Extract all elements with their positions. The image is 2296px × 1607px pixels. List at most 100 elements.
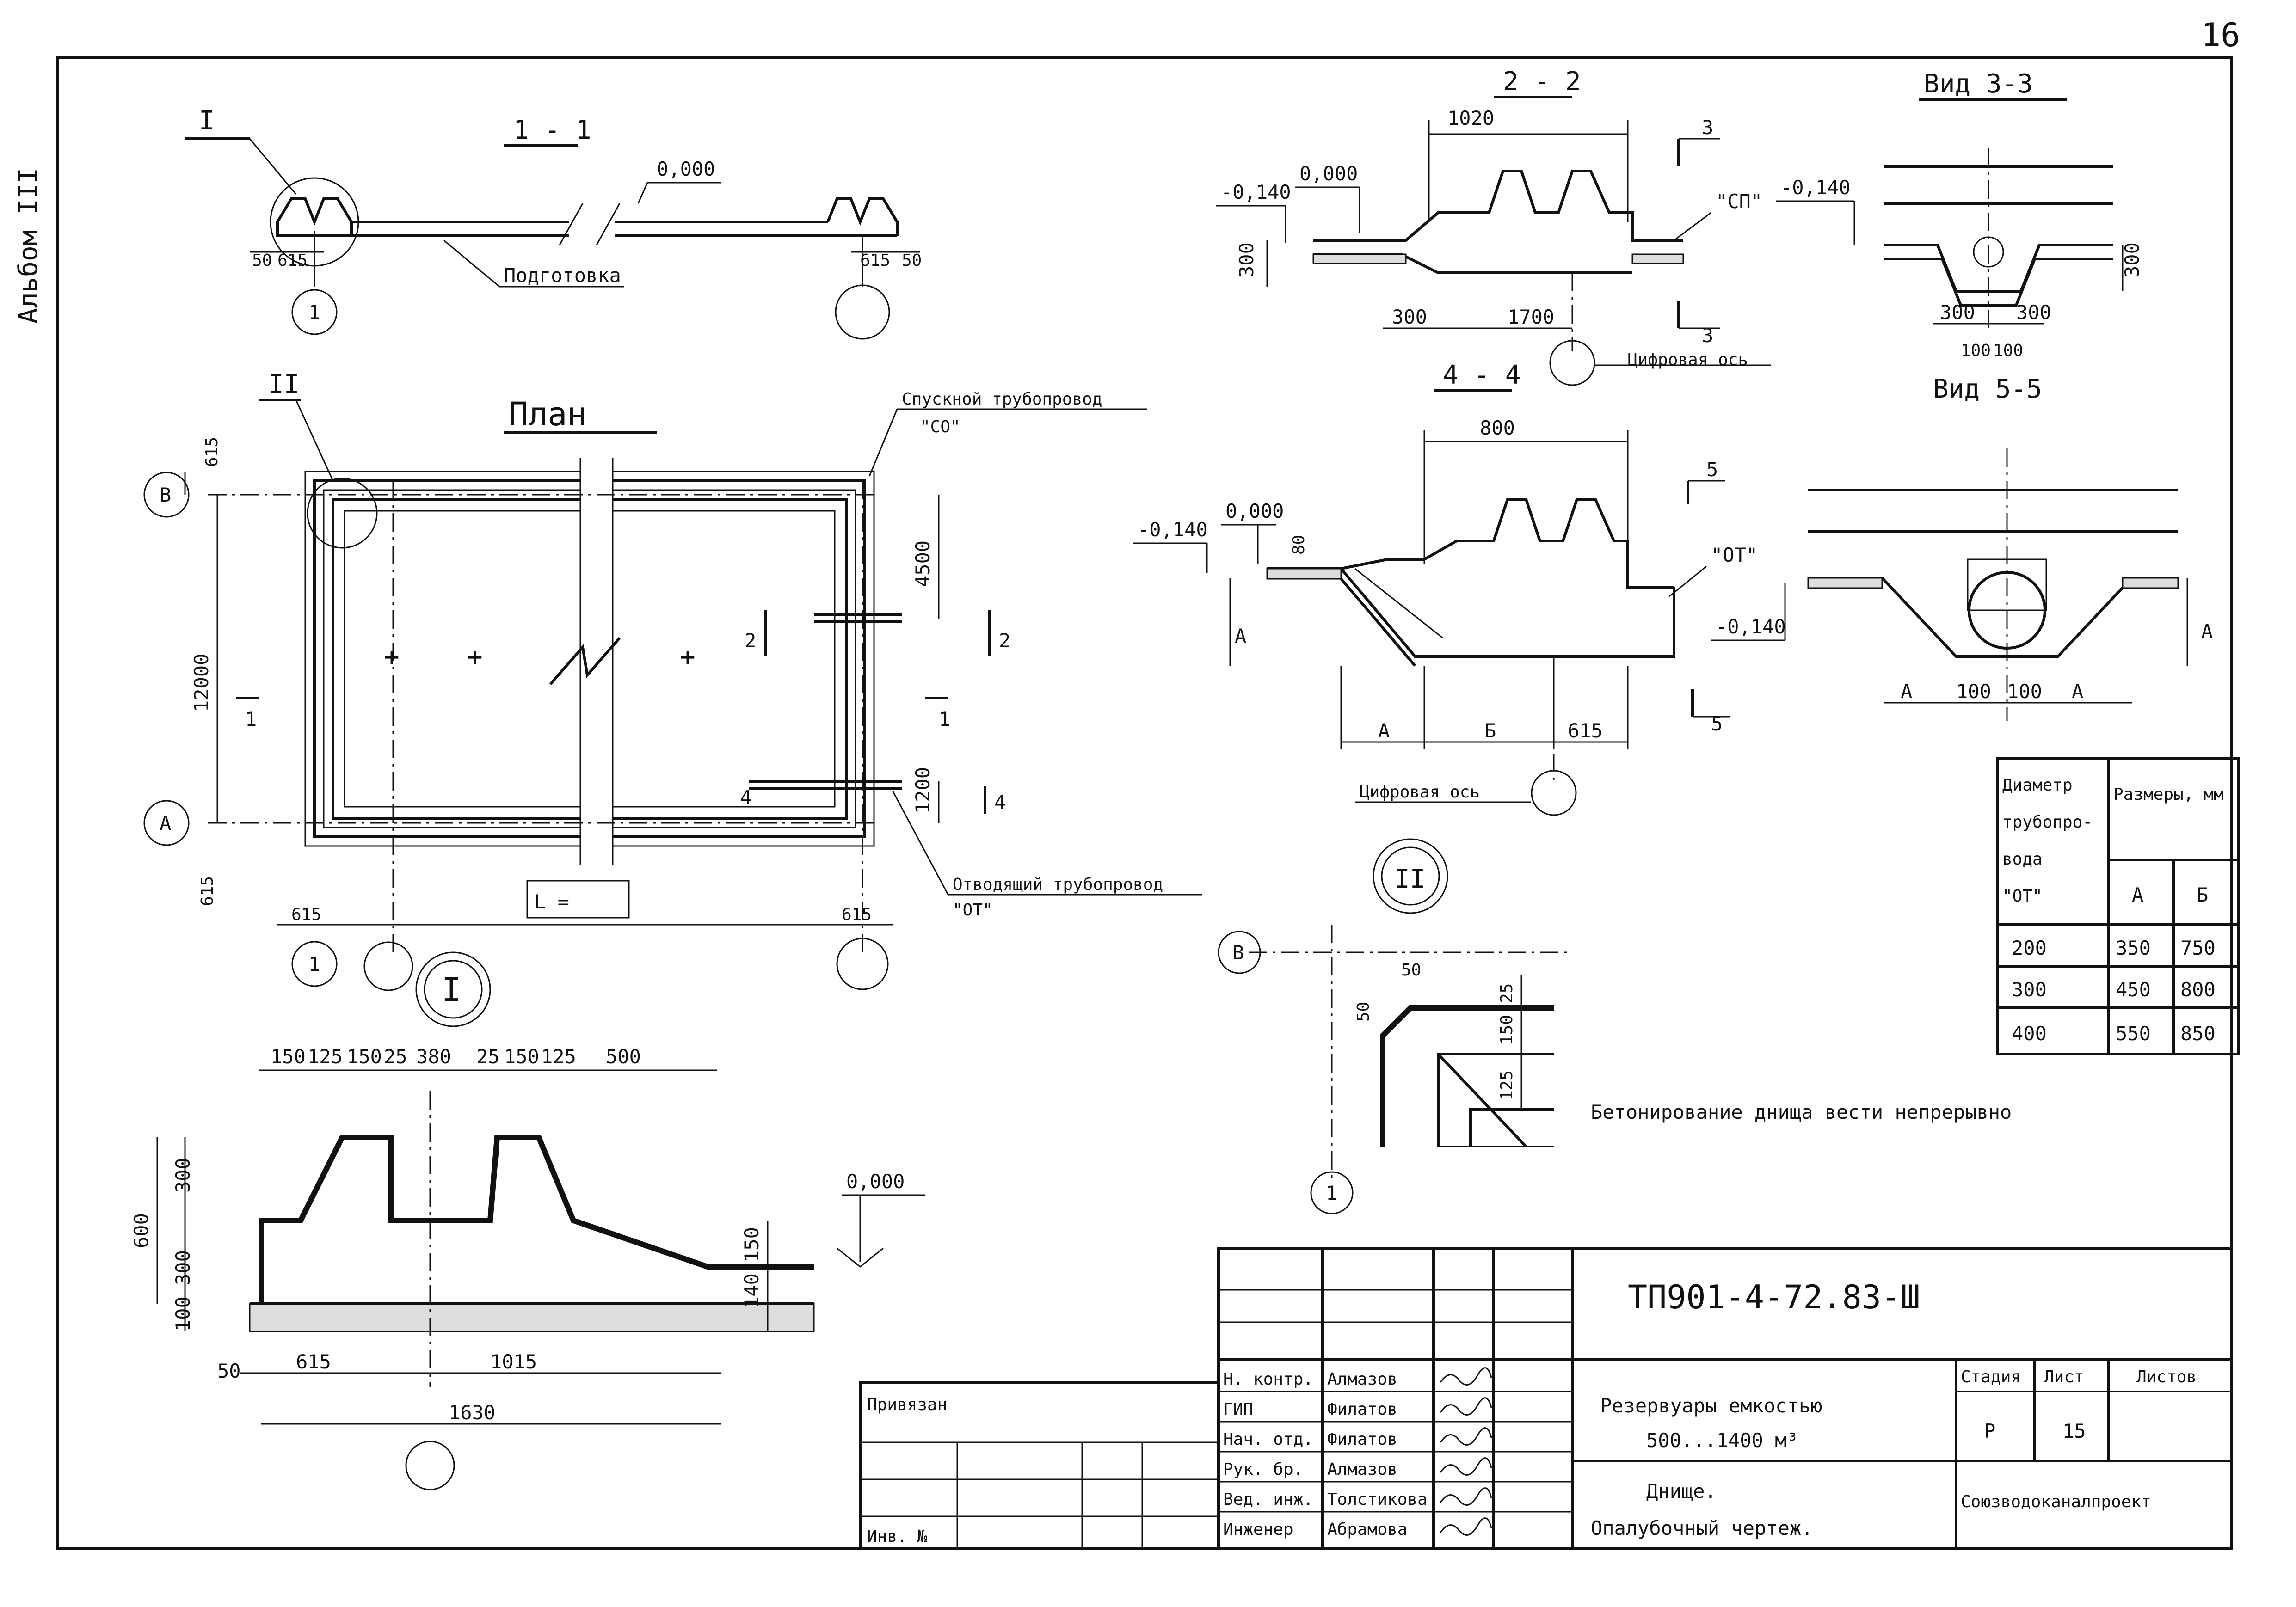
table-row-3-b: 850: [2180, 1022, 2216, 1045]
section-4-4-dim-615: 615: [1568, 719, 1603, 742]
plan-axis-bubble-1-label: 1: [308, 953, 320, 975]
detail-I-dim-300-bottom: 300: [172, 1250, 194, 1285]
plan-dim-615-top: 615: [203, 437, 222, 467]
detail-I-dim-125b: 125: [541, 1045, 576, 1068]
plan-dim-615-right: 615: [842, 905, 872, 924]
plan-dim-615-left: 615: [291, 905, 321, 924]
table-header-line-4: "ОТ": [2002, 887, 2043, 906]
section-2-2-dim-height: 300: [1235, 242, 1258, 277]
section-1-1-level: 0,000: [657, 158, 715, 180]
axis-bubble-right: [835, 284, 890, 340]
section-4-4-axis-bubble: [1531, 770, 1577, 816]
drawing-name-2: Опалубочный чертеж.: [1591, 1517, 1813, 1540]
outlet-pipe-label: Отводящий трубопровод: [953, 875, 1163, 894]
plan-cut-4-left: 4: [740, 786, 751, 809]
staff-1-role: Н. контр.: [1223, 1370, 1313, 1389]
section-4-4-dim-small: 80: [1289, 535, 1308, 555]
sheet-header: Лист: [2044, 1368, 2084, 1386]
page-number: 16: [2201, 16, 2240, 54]
signature-2: [1440, 1397, 1492, 1416]
title-capacity: 500...1400 м³: [1646, 1429, 1798, 1452]
cut-5-top: 5: [1706, 458, 1718, 481]
linked-label: Привязан: [867, 1395, 947, 1414]
section-1-1: 1 - 1 I 0,000 Подготовка 50 615 615 50 1: [185, 106, 922, 340]
section-4-4: 4 - 4 800 -0,140 0,000 80 А А Б 615 "ОТ"…: [1133, 360, 1758, 816]
signature-5: [1440, 1487, 1492, 1506]
section-2-2-level-left: -0,140: [1221, 181, 1291, 203]
sheet-number: 15: [2062, 1420, 2086, 1442]
view-5-5-level: -0,140: [1716, 615, 1786, 638]
detail-I-dim-25b: 25: [476, 1045, 500, 1068]
detail-II-axis-B-label: В: [1232, 941, 1244, 964]
table-row-2-d: 300: [2012, 978, 2047, 1001]
section-4-4-dim-top: 800: [1480, 417, 1515, 439]
sheets-header: Листов: [2136, 1368, 2197, 1386]
table-header-line-3: вода: [2002, 850, 2043, 869]
staff-3-name: Филатов: [1327, 1430, 1397, 1449]
title-block: Н. контр. Алмазов ГИП Филатов Нач. отд. …: [859, 1247, 2233, 1550]
cut-5-bottom: 5: [1711, 712, 1723, 735]
stage-header: Стадия: [1961, 1368, 2021, 1386]
table-sub-b: Б: [2197, 883, 2208, 906]
title-main: Резервуары емкостью: [1600, 1394, 1822, 1417]
staff-5-name: Толстикова: [1327, 1490, 1428, 1509]
dim-615-right: 615: [860, 251, 890, 270]
detail-I-prep-layer: [249, 1303, 815, 1332]
view-5-5-title: Вид 5-5: [1933, 374, 2042, 404]
svg-text:+: +: [680, 642, 696, 672]
section-2-2: 2 - 2 1020 -0,140 0,000 300 300 1700 "СП…: [1216, 67, 1771, 386]
staff-6-role: Инженер: [1223, 1520, 1293, 1539]
axis-bubble-1: [291, 289, 338, 335]
length-label: L =: [534, 890, 569, 913]
view-3-3-dim-b4: 100: [1993, 341, 2023, 360]
staff-5-role: Вед. инж.: [1223, 1490, 1313, 1509]
view-5-5-dim-100-1: 100: [1956, 680, 1991, 703]
prep-label: Подготовка: [504, 264, 621, 287]
drawing-name-1: Днище.: [1646, 1480, 1717, 1503]
dimensions-table: Диаметр трубопро- вода "ОТ" Размеры, мм …: [1996, 757, 2240, 1055]
detail-II-axis-1-label: 1: [1326, 1182, 1337, 1204]
staff-4-name: Алмазов: [1327, 1460, 1397, 1479]
detail-I-dim-150a: 150: [271, 1045, 306, 1068]
section-4-4-axis-label: Цифровая ось: [1360, 783, 1480, 802]
detail-I-title: I: [442, 971, 461, 1009]
staff-2-name: Филатов: [1327, 1400, 1397, 1419]
side-label: Альбом III: [13, 168, 43, 324]
section-4-4-level-left: -0,140: [1138, 518, 1208, 541]
view-5-5-dim-100-2: 100: [2007, 680, 2042, 703]
section-2-2-title: 2 - 2: [1503, 67, 1581, 97]
detail-I-dim-300-top: 300: [172, 1158, 194, 1193]
detail-I-dim-600: 600: [130, 1213, 153, 1248]
plan-dim-length: 12000: [190, 654, 213, 712]
section-2-2-dim-top: 1020: [1447, 107, 1494, 129]
section-4-4-pipe-label: "ОТ": [1711, 544, 1758, 566]
stage-value: Р: [1984, 1420, 1995, 1442]
plan-cut-1-left: 1: [245, 708, 257, 730]
detail-II-callout-circle: [307, 478, 378, 549]
detail-II: II В 1 50 50 25 150 125: [1218, 838, 1572, 1214]
section-4-4-title: 4 - 4: [1443, 360, 1521, 390]
table-header-sizes: Размеры, мм: [2113, 785, 2223, 804]
detail-I-dim-150: 150: [740, 1227, 763, 1262]
section-4-4-level-mid: 0,000: [1225, 500, 1284, 522]
dim-50-right: 50: [902, 251, 922, 270]
cut-3-bottom: 3: [1702, 324, 1713, 347]
cut-3-top: 3: [1702, 116, 1713, 139]
detail-II-axis-B: [1218, 931, 1261, 974]
document-code: ТП901-4-72.83-Ш: [1628, 1278, 1920, 1316]
section-2-2-level-mid: 0,000: [1299, 162, 1358, 185]
section-4-4-dim-b: Б: [1484, 719, 1496, 742]
detail-I-dim-150c: 150: [504, 1045, 539, 1068]
outlet-pipe-code: "ОТ": [953, 901, 993, 920]
detail-I-dim-1630: 1630: [449, 1401, 495, 1424]
section-2-2-axis-bubble: [1549, 340, 1595, 386]
detail-II-dim-50-left: 50: [1354, 1002, 1373, 1022]
detail-I-dim-380: 380: [416, 1045, 451, 1068]
view-3-3-dim-b1: 300: [1940, 301, 1975, 324]
view-5-5-dim-a2: А: [2072, 680, 2083, 703]
view-3-3-dim-b2: 300: [2016, 301, 2051, 324]
detail-II-dim-25: 25: [1497, 983, 1516, 1003]
staff-1-name: Алмазов: [1327, 1370, 1397, 1389]
view-3-3: Вид 3-3 -0,140 300 300 300 100 100: [1776, 69, 2143, 360]
